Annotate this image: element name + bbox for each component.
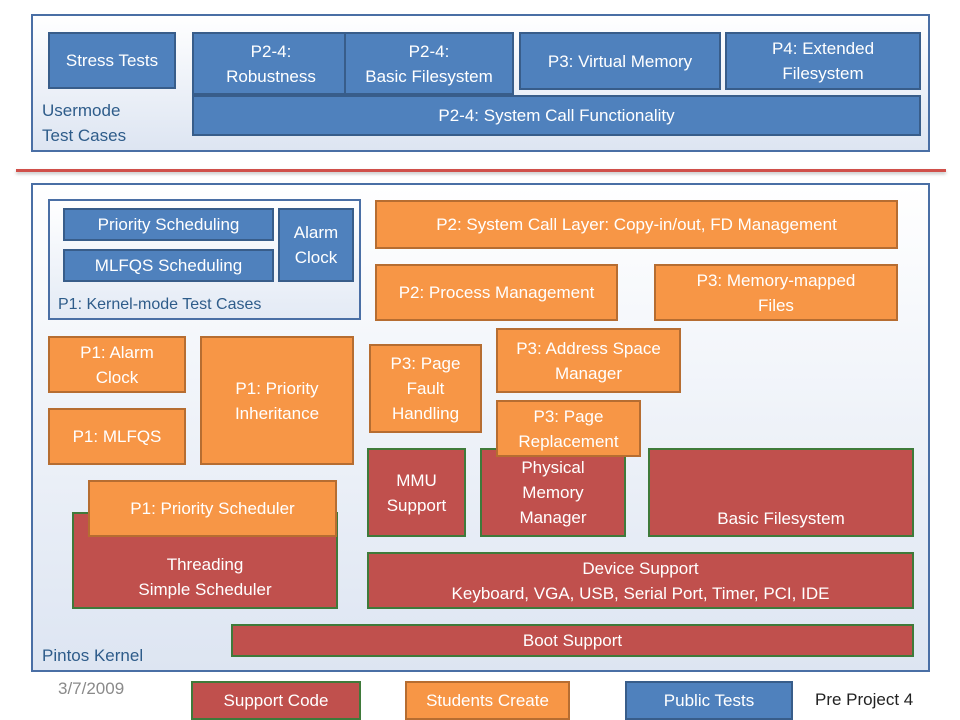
syscall-layer-box: P2: System Call Layer: Copy-in/out, FD M…: [375, 200, 898, 249]
p1-mlfqs-box: P1: MLFQS: [48, 408, 186, 465]
priority-scheduling-box: Priority Scheduling: [63, 208, 274, 241]
memory-mapped-files-box: P3: Memory-mapped Files: [654, 264, 898, 321]
date-label: 3/7/2009: [58, 679, 125, 698]
process-management-box: P2: Process Management: [375, 264, 618, 321]
legend-support-code: Support Code: [191, 681, 361, 720]
mmu-support-box: MMU Support: [367, 448, 466, 537]
page-fault-handling-box: P3: Page Fault Handling: [369, 344, 482, 433]
mlfqs-scheduling-box: MLFQS Scheduling: [63, 249, 274, 282]
device-support-box: Device Support Keyboard, VGA, USB, Seria…: [367, 552, 914, 609]
page-replacement-box: P3: Page Replacement: [496, 400, 641, 457]
boot-support-box: Boot Support: [231, 624, 914, 657]
kernel-label: Pintos Kernel: [42, 646, 144, 665]
stress-tests-box: Stress Tests: [48, 32, 176, 89]
syscall-functionality-box: P2-4: System Call Functionality: [192, 95, 921, 136]
priority-scheduler-box: P1: Priority Scheduler: [88, 480, 337, 537]
basic-filesystem-test-box: P2-4: Basic Filesystem: [344, 32, 514, 95]
extended-filesystem-box: P4: Extended Filesystem: [725, 32, 921, 90]
address-space-manager-box: P3: Address Space Manager: [496, 328, 681, 393]
kernel-tests-label: P1: Kernel-mode Test Cases: [58, 296, 262, 313]
legend-public-tests: Public Tests: [625, 681, 793, 720]
usermode-label: Usermode Test Cases: [42, 101, 127, 145]
legend-students-create: Students Create: [405, 681, 570, 720]
physical-memory-manager-box: Physical Memory Manager: [480, 448, 626, 537]
p1-alarm-clock-box: P1: Alarm Clock: [48, 336, 186, 393]
priority-inheritance-box: P1: Priority Inheritance: [200, 336, 354, 465]
section-divider: [16, 169, 946, 172]
slide-title: Pre Project 4: [815, 690, 914, 709]
virtual-memory-box: P3: Virtual Memory: [519, 32, 721, 90]
basic-filesystem-box: Basic Filesystem: [648, 448, 914, 537]
robustness-box: P2-4: Robustness: [192, 32, 350, 95]
alarm-clock-test-box: Alarm Clock: [278, 208, 354, 282]
